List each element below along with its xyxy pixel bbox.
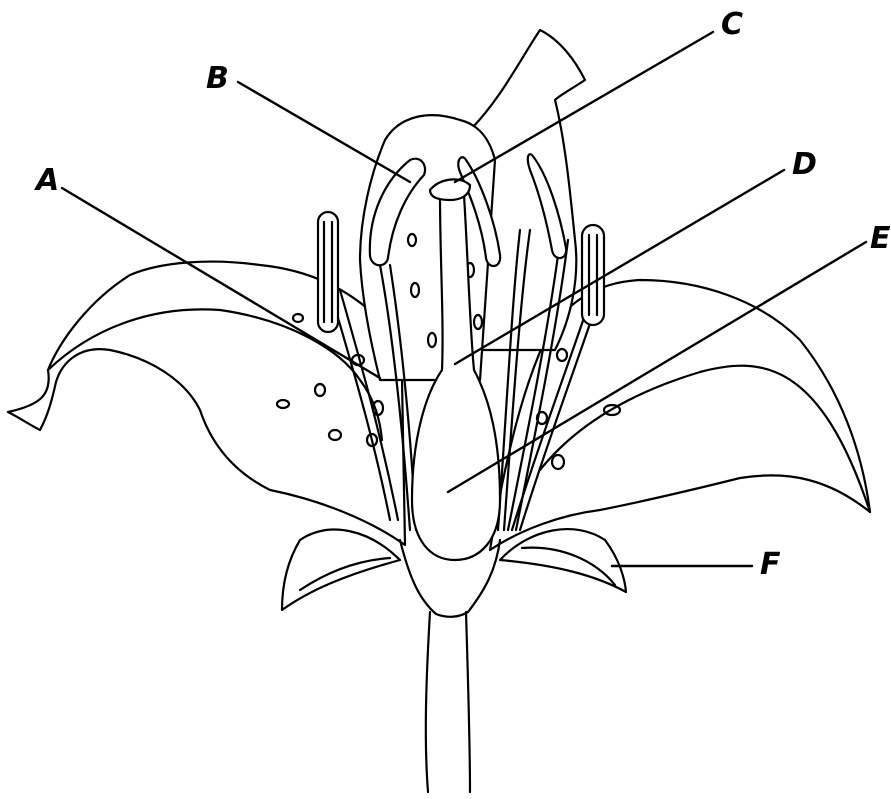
label-f: F — [760, 550, 781, 580]
left-petal — [8, 262, 405, 545]
stem — [426, 612, 470, 792]
leader-line-b — [238, 82, 410, 182]
label-b: B — [206, 64, 229, 94]
label-a: A — [36, 166, 59, 196]
label-d: D — [792, 150, 817, 180]
label-c: C — [721, 10, 743, 40]
label-e: E — [870, 224, 891, 254]
